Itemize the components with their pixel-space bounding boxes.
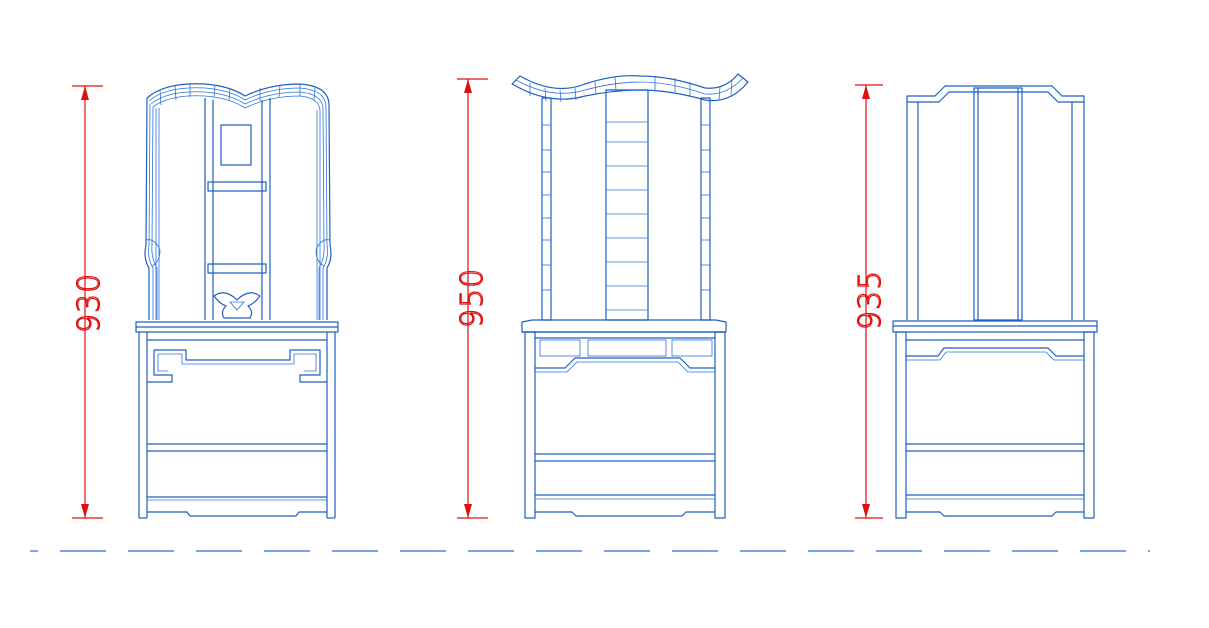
chair-rear-view bbox=[892, 85, 1098, 519]
dimension-side: 950 bbox=[454, 78, 491, 519]
dimension-label-rear: 935 bbox=[853, 270, 888, 330]
chair-side-view bbox=[511, 73, 749, 519]
dimension-rear: 935 bbox=[852, 84, 889, 519]
dimension-label-side: 950 bbox=[455, 268, 490, 328]
dimension-front: 930 bbox=[71, 85, 108, 519]
chair-front-view bbox=[135, 83, 339, 519]
dimension-label-front: 930 bbox=[72, 273, 107, 333]
